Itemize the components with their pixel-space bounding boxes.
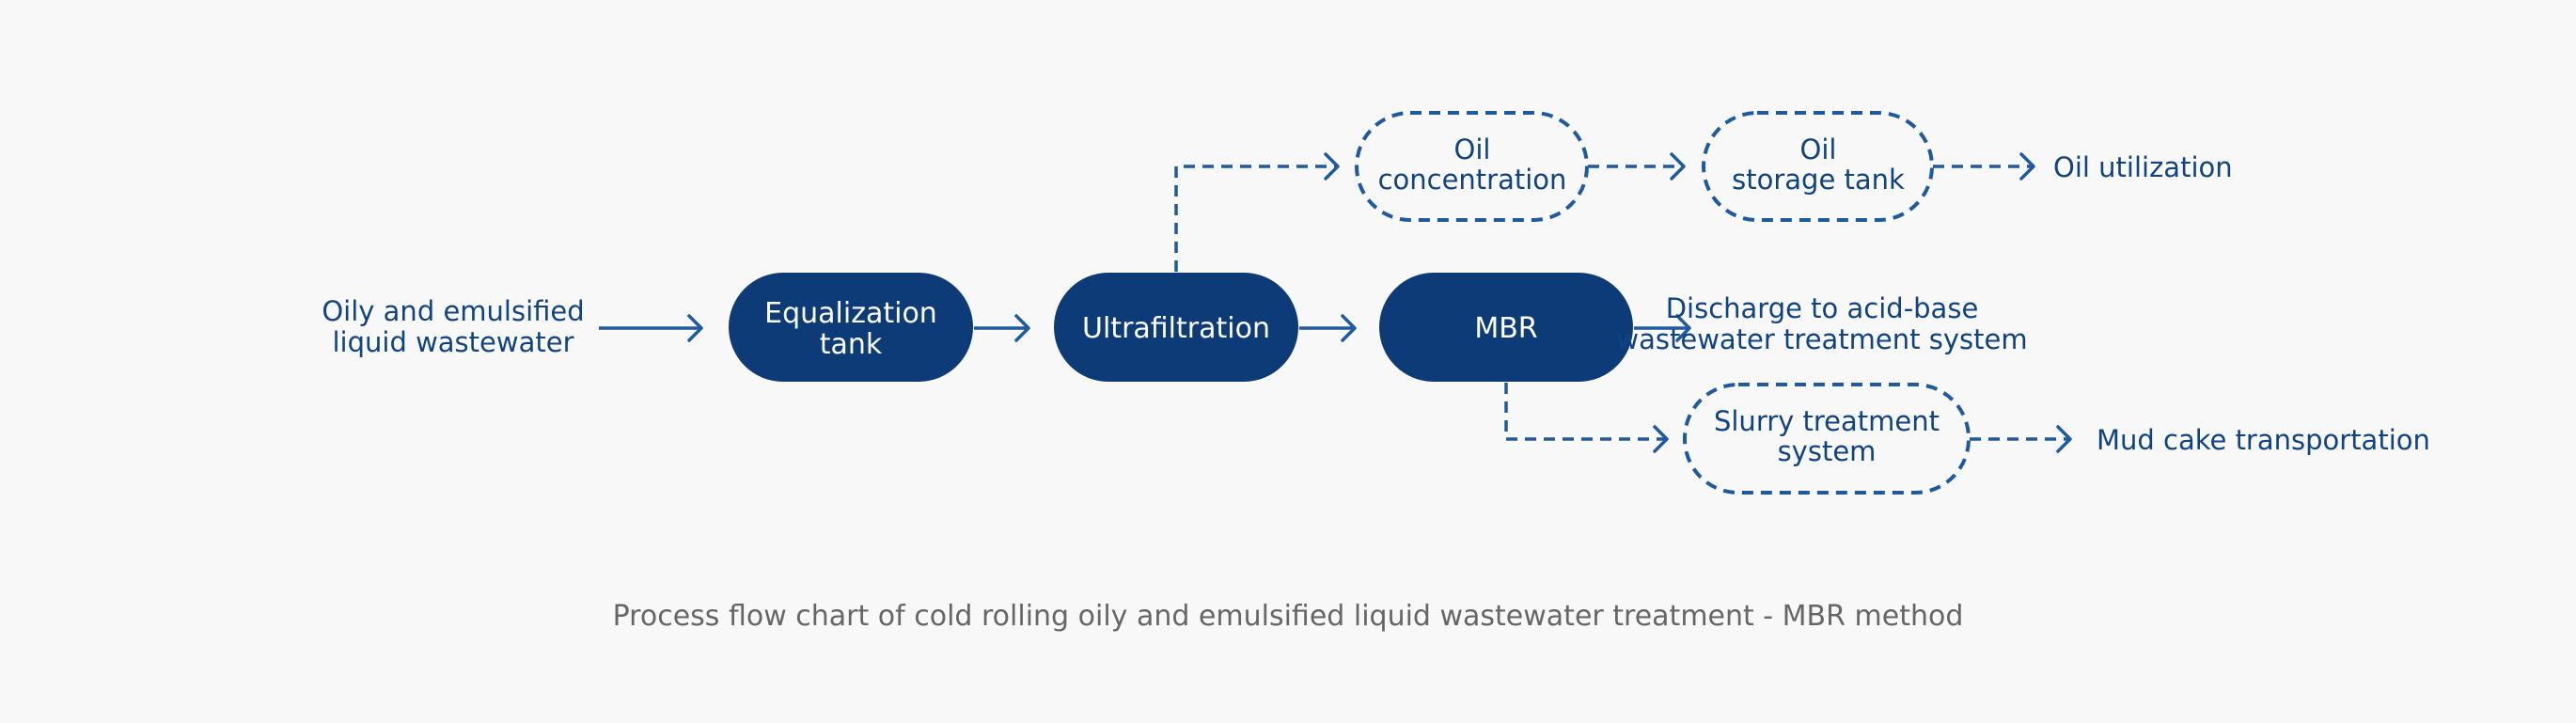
oil-concentration-label-line2: concentration (1378, 164, 1567, 196)
oil-storage-tank-shape (1702, 111, 1934, 222)
arrow-oil-storage-to-utilization (1933, 152, 2035, 181)
arrow-equalization-to-ultrafiltration (974, 314, 1030, 342)
diagram-caption: Process flow chart of cold rolling oily … (613, 600, 1964, 633)
input-label-line2: liquid wastewater (332, 326, 573, 358)
oil-concentration-node: Oil concentration (1355, 111, 1589, 222)
discharge-output-label: Discharge to acid-base wastewater treatm… (1616, 292, 2027, 355)
equalization-tank-shape (729, 273, 973, 382)
mbr-label: MBR (1474, 312, 1537, 345)
oil-storage-tank-label-line2: storage tank (1732, 164, 1905, 196)
discharge-label-line1: Discharge to acid-base (1666, 292, 1979, 324)
ultrafiltration-shape (1054, 273, 1298, 382)
arrow-ultrafiltration-to-mbr (1299, 314, 1357, 342)
oil-storage-tank-label-line1: Oil (1800, 134, 1837, 165)
equalization-tank-label-line2: tank (820, 328, 883, 361)
arrow-ultrafiltration-to-oil-concentration (1174, 152, 1340, 272)
arrow-mbr-to-discharge (1634, 314, 1691, 342)
mbr-node: MBR (1379, 273, 1633, 382)
arrow-input-to-equalization (599, 314, 703, 342)
oil-utilization-label: Oil utilization (2053, 151, 2233, 183)
mbr-shape (1379, 273, 1633, 382)
slurry-treatment-node: Slurry treatment system (1683, 383, 1971, 495)
discharge-label-line2: wastewater treatment system (1616, 323, 2027, 355)
ultrafiltration-label: Ultrafiltration (1082, 312, 1270, 345)
arrow-slurry-to-mud-cake (1970, 425, 2072, 453)
equalization-tank-label-line1: Equalization (764, 297, 937, 330)
arrow-oil-concentration-to-storage (1588, 152, 1686, 181)
input-label: Oily and emulsified liquid wastewater (322, 295, 584, 358)
ultrafiltration-node: Ultrafiltration (1054, 273, 1298, 382)
oil-storage-tank-node: Oil storage tank (1702, 111, 1934, 222)
mud-cake-label: Mud cake transportation (2097, 424, 2430, 456)
arrow-mbr-to-slurry (1504, 383, 1669, 453)
slurry-treatment-label-line1: Slurry treatment (1714, 405, 1940, 437)
slurry-treatment-label-line2: system (1778, 435, 1877, 467)
slurry-treatment-shape (1683, 383, 1971, 495)
oil-concentration-shape (1355, 111, 1589, 222)
equalization-tank-node: Equalization tank (729, 273, 973, 382)
oil-concentration-label-line1: Oil (1454, 134, 1491, 165)
input-label-line1: Oily and emulsified (322, 295, 584, 327)
